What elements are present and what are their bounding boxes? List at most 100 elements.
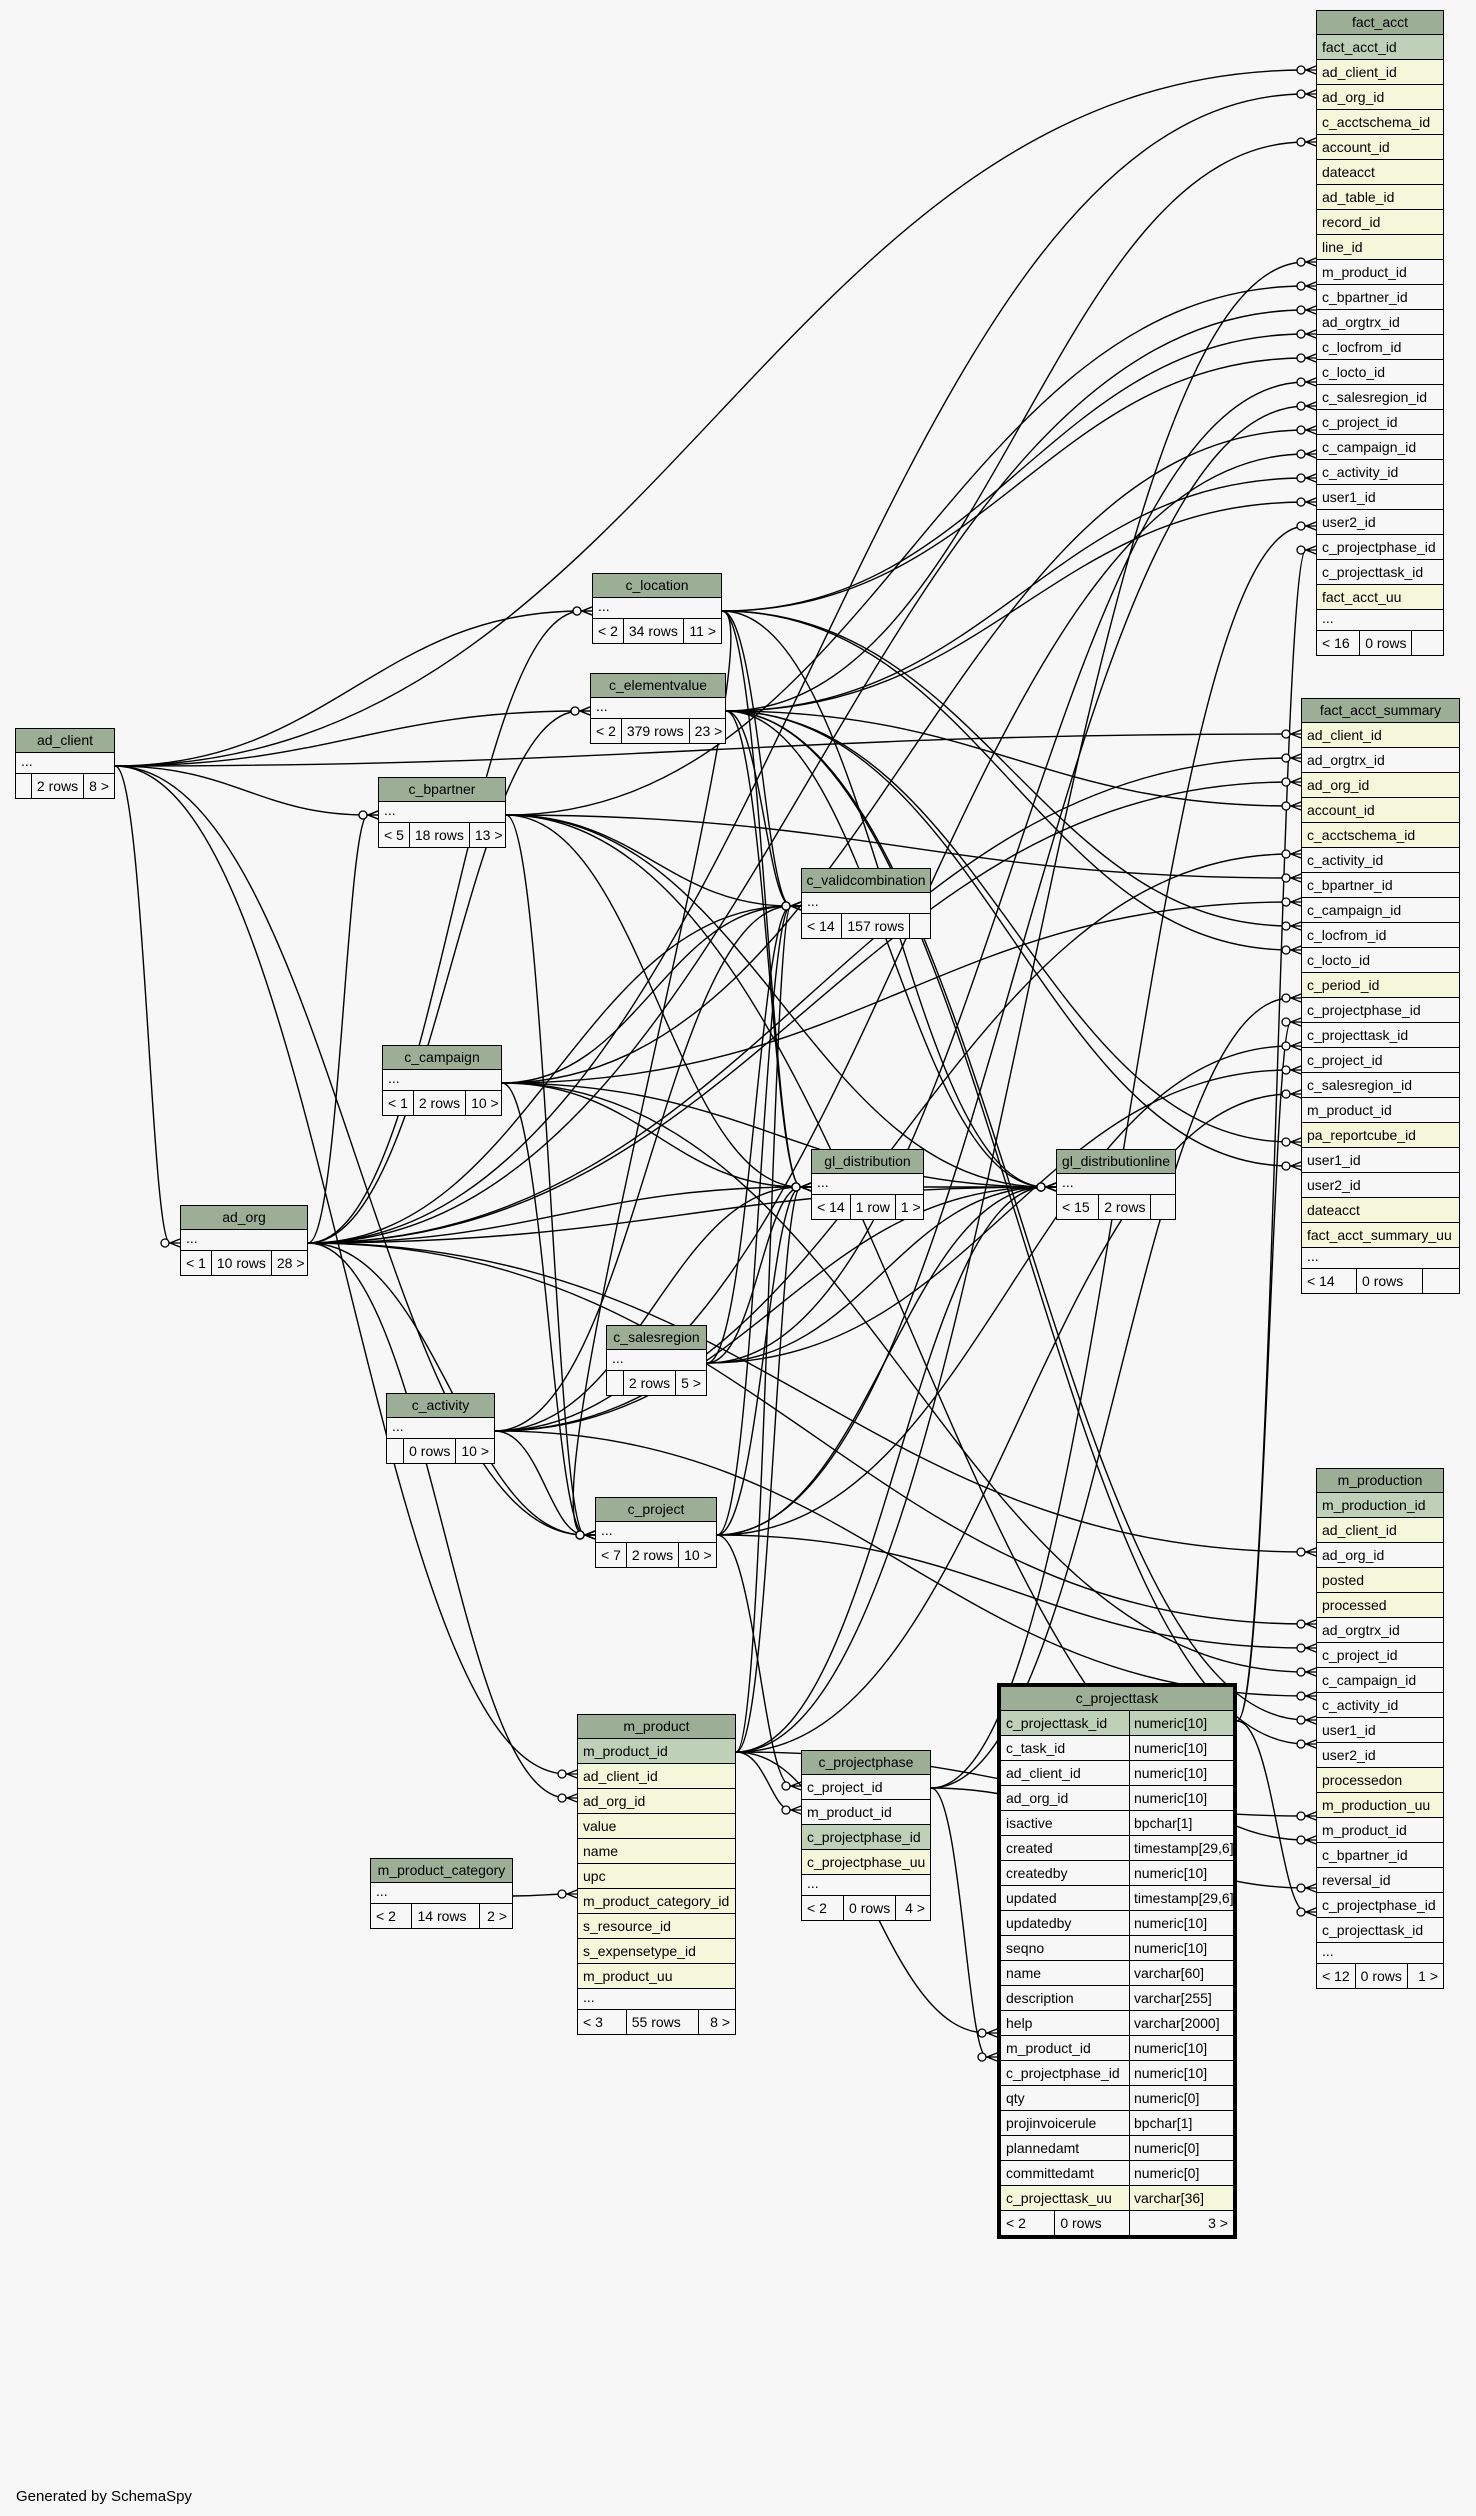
column-row[interactable]: m_product_id [1302, 1098, 1459, 1123]
children-count[interactable]: 8 > [710, 2014, 730, 2030]
parents-count[interactable]: < 14 [1302, 1269, 1358, 1293]
table-name[interactable]: c_salesregion [607, 1326, 706, 1350]
column-row[interactable]: c_project_id [1317, 410, 1443, 435]
table-name[interactable]: c_location [593, 574, 721, 598]
children-count[interactable]: 10 > [684, 1547, 712, 1563]
parents-count[interactable]: < 1 [383, 1091, 414, 1115]
table-name[interactable]: gl_distribution [812, 1150, 923, 1174]
parents-count[interactable]: < 7 [596, 1543, 627, 1567]
table-name[interactable]: fact_acct [1317, 11, 1443, 35]
children-count[interactable]: 3 > [1208, 2215, 1228, 2231]
table-name[interactable]: c_project [596, 1498, 716, 1522]
column-row[interactable]: record_id [1317, 210, 1443, 235]
parents-count[interactable]: < 5 [379, 823, 410, 847]
column-row[interactable]: user2_id [1317, 1743, 1443, 1768]
column-row[interactable]: c_projecttask_id [1317, 1918, 1443, 1943]
column-row[interactable]: account_id [1302, 798, 1459, 823]
column-row[interactable]: c_locto_id [1317, 360, 1443, 385]
column-row[interactable]: processedon [1317, 1768, 1443, 1793]
column-row[interactable]: c_locfrom_id [1317, 335, 1443, 360]
children-count[interactable] [1151, 1195, 1175, 1219]
parents-count[interactable]: < 12 [1317, 1964, 1356, 1988]
table-name[interactable]: ad_org [181, 1206, 307, 1230]
column-row[interactable]: ad_client_id [578, 1764, 735, 1789]
column-row[interactable]: user1_id [1317, 1718, 1443, 1743]
column-row[interactable]: ad_org_id [1302, 773, 1459, 798]
column-row[interactable]: value [578, 1814, 735, 1839]
parents-count[interactable]: < 14 [802, 914, 843, 938]
table-name[interactable]: c_activity [387, 1394, 494, 1418]
column-row[interactable]: name [578, 1839, 735, 1864]
children-count[interactable]: 1 > [1418, 1968, 1438, 1984]
column-row[interactable]: c_campaign_id [1317, 435, 1443, 460]
column-row[interactable]: m_product_id [802, 1800, 930, 1825]
table-name[interactable]: c_projecttask [1001, 1687, 1233, 1711]
column-row[interactable]: reversal_id [1317, 1868, 1443, 1893]
children-count[interactable]: 1 > [900, 1199, 921, 1215]
column-row[interactable]: c_projectphase_id [1317, 535, 1443, 560]
parents-count[interactable]: < 15 [1057, 1195, 1100, 1219]
children-count[interactable]: 11 > [689, 623, 716, 639]
children-count[interactable] [1412, 631, 1443, 655]
column-row[interactable]: m_production_id [1317, 1493, 1443, 1518]
column-row[interactable]: user2_id [1302, 1173, 1459, 1198]
parents-count[interactable]: < 2 [802, 1896, 845, 1920]
column-row[interactable]: c_projectphase_id [802, 1825, 930, 1850]
generated-by-credit[interactable]: Generated by SchemaSpy [16, 2488, 192, 2505]
column-row[interactable]: m_product_id [1317, 260, 1443, 285]
column-row[interactable]: c_projecttask_id [1317, 560, 1443, 585]
children-count[interactable]: 8 > [89, 778, 109, 794]
column-row[interactable]: user1_id [1302, 1148, 1459, 1173]
column-row[interactable]: dateacct [1317, 160, 1443, 185]
column-row[interactable]: ad_client_id [1317, 1518, 1443, 1543]
column-row[interactable]: c_campaign_id [1317, 1668, 1443, 1693]
children-count[interactable]: 2 > [487, 1908, 507, 1924]
parents-count[interactable]: < 2 [371, 1904, 413, 1928]
column-row[interactable]: ad_org_id [1317, 85, 1443, 110]
column-row[interactable]: c_campaign_id [1302, 898, 1459, 923]
column-row[interactable]: c_period_id [1302, 973, 1459, 998]
children-count[interactable]: 28 > [276, 1255, 305, 1271]
column-row[interactable]: fact_acct_summary_uu [1302, 1223, 1459, 1248]
column-row[interactable]: m_production_uu [1317, 1793, 1443, 1818]
table-name[interactable]: c_elementvalue [591, 674, 725, 698]
column-row[interactable]: m_product_uu [578, 1964, 735, 1989]
column-row[interactable]: line_id [1317, 235, 1443, 260]
column-row[interactable]: pa_reportcube_id [1302, 1123, 1459, 1148]
column-row[interactable]: c_activity_id [1317, 460, 1443, 485]
column-row[interactable]: s_resource_id [578, 1914, 735, 1939]
children-count[interactable]: 23 > [694, 723, 723, 739]
children-count[interactable]: 10 > [461, 1443, 489, 1459]
column-row[interactable]: s_expensetype_id [578, 1939, 735, 1964]
column-row[interactable]: ad_client_id [1317, 60, 1443, 85]
column-row[interactable]: upc [578, 1864, 735, 1889]
column-row[interactable]: fact_acct_id [1317, 35, 1443, 60]
column-row[interactable]: c_projecttask_id [1302, 1023, 1459, 1048]
column-row[interactable]: ad_table_id [1317, 185, 1443, 210]
children-count[interactable]: 5 > [681, 1375, 701, 1391]
column-row[interactable]: c_activity_id [1317, 1693, 1443, 1718]
column-row[interactable]: c_projectphase_id [1317, 1893, 1443, 1918]
